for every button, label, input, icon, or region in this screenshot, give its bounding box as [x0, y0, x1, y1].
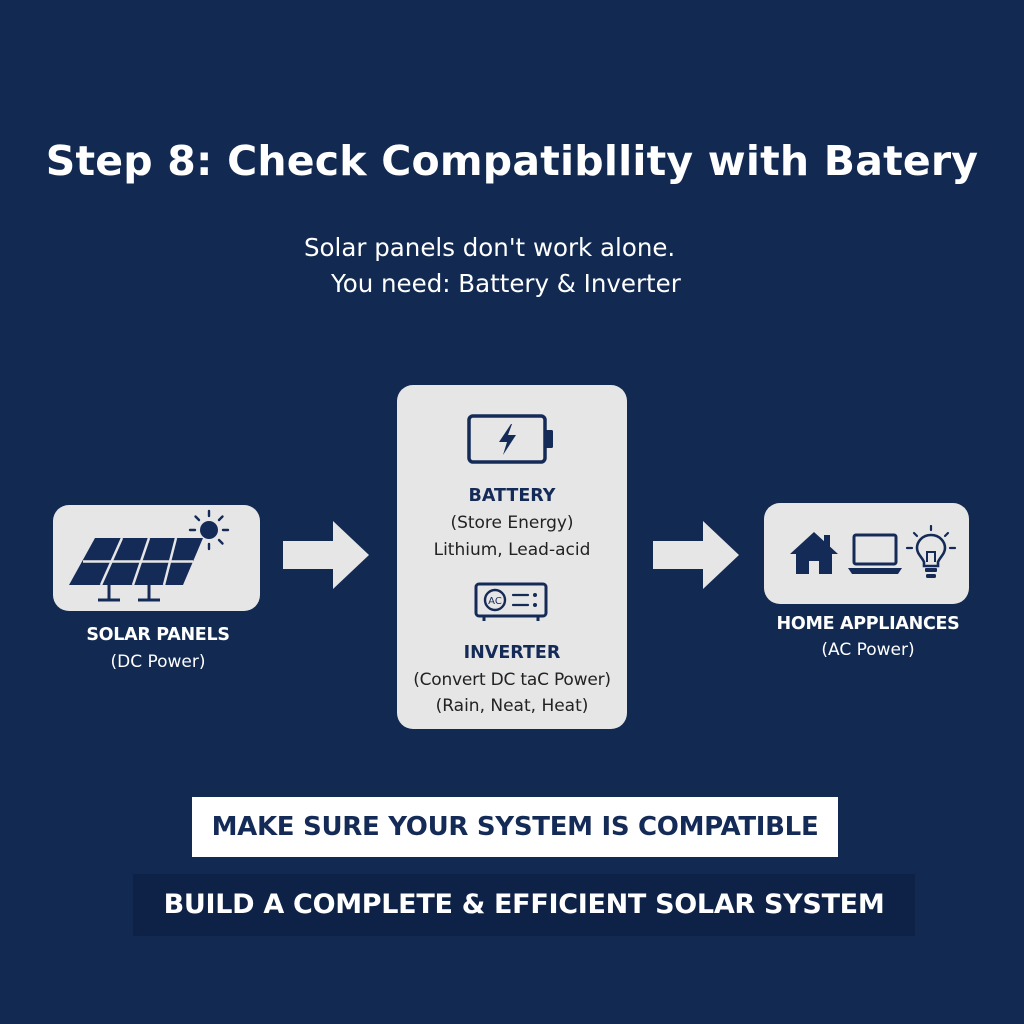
arrow-right-icon	[283, 521, 369, 589]
inverter-icon: AC	[474, 582, 548, 621]
solar-panel-icon	[69, 537, 203, 602]
solar-panels-title: SOLAR PANELS	[86, 625, 230, 645]
lightbulb-icon	[905, 525, 957, 578]
arrow-right-icon	[653, 521, 739, 589]
build-system-banner: BUILD A COMPLETE & EFFICIENT SOLAR SYSTE…	[133, 874, 915, 936]
solar-panels-card	[53, 505, 260, 611]
laptop-icon	[848, 533, 902, 574]
battery-types: Lithium, Lead-acid	[433, 540, 591, 560]
home-appliances-card	[764, 503, 969, 604]
sun-icon	[188, 509, 230, 551]
house-icon	[790, 532, 838, 574]
solar-panels-subtitle: (DC Power)	[110, 652, 206, 672]
page-title: Step 8: Check Compatibllity with Batery	[45, 137, 979, 185]
inverter-description: (Convert DC taC Power)	[413, 670, 611, 690]
subtitle-line-2: You need: Battery & Inverter	[331, 269, 681, 298]
inverter-icon-label: AC	[488, 596, 502, 607]
home-appliances-subtitle: (AC Power)	[821, 640, 915, 660]
subtitle-line-1: Solar panels don't work alone.	[304, 233, 676, 262]
battery-title: BATTERY	[468, 486, 556, 506]
home-appliances-title: HOME APPLIANCES	[776, 614, 960, 634]
battery-inverter-card: AC	[397, 385, 627, 729]
battery-description: (Store Energy)	[450, 513, 574, 533]
inverter-notes: (Rain, Neat, Heat)	[435, 696, 589, 716]
inverter-title: INVERTER	[463, 643, 561, 663]
battery-charging-icon	[467, 414, 553, 464]
compatibility-banner: MAKE SURE YOUR SYSTEM IS COMPATIBLE	[192, 797, 838, 857]
